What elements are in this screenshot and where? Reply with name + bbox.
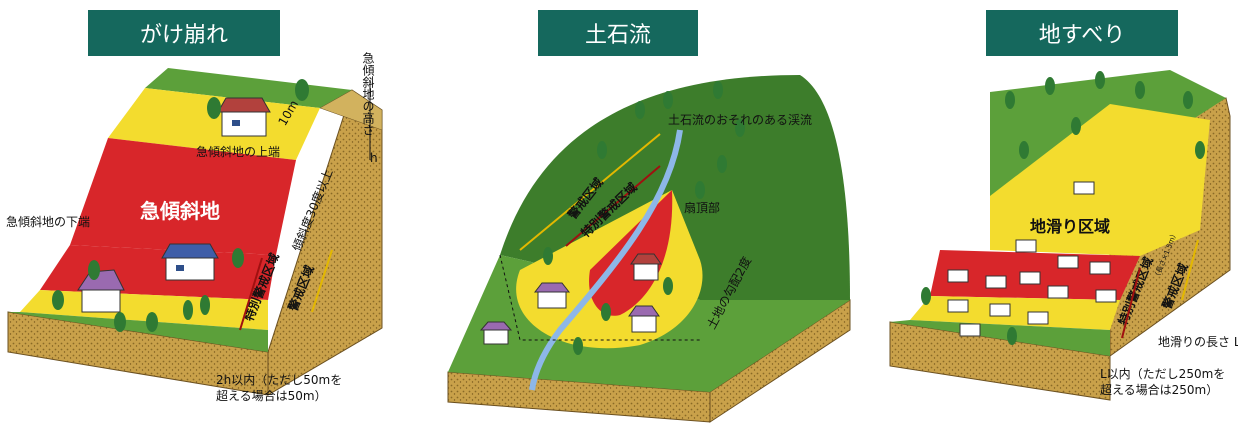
cliff-diagram: 急傾斜地の高さ h 10m 急傾斜地の上端 急傾斜地 急傾斜地の下端 傾斜度30… bbox=[6, 51, 383, 403]
debris-stream bbox=[529, 129, 683, 391]
title-cliff-collapse: がけ崩れ bbox=[88, 10, 280, 56]
cliff-lower-edge: 急傾斜地の下端 bbox=[6, 214, 90, 229]
cliff-height-label: 急傾斜地の高さ bbox=[361, 51, 375, 136]
house-icon bbox=[947, 181, 1117, 337]
debris-red-fan bbox=[589, 190, 673, 316]
title-landslide: 地すべり bbox=[986, 10, 1178, 56]
debris-stream-label: 土石流のおそれのある渓流 bbox=[668, 113, 812, 127]
house-icon bbox=[630, 253, 662, 281]
house-icon bbox=[533, 282, 571, 309]
title-debris-flow: 土石流 bbox=[538, 10, 698, 56]
cliff-range-line2: 超える場合は50m） bbox=[216, 388, 327, 403]
cliff-bottom-green bbox=[8, 312, 268, 352]
cliff-right-face bbox=[319, 89, 383, 131]
cliff-range-line1: 2h以内（ただし50mを bbox=[216, 373, 342, 387]
house-icon bbox=[628, 305, 660, 333]
debris-fan-top: 扇頂部 bbox=[684, 200, 720, 215]
tree-icon bbox=[921, 71, 1205, 345]
debris-flow-diagram: 警戒区域 特別警戒区域 土石流のおそれのある渓流 扇頂部 土地の勾配2度 bbox=[447, 75, 851, 423]
tree-icon bbox=[52, 79, 309, 332]
landslide-range-line1: L以内（ただし250mを bbox=[1100, 367, 1225, 381]
landslide-bottom-green bbox=[890, 320, 1110, 356]
landslide-zone-name: 地滑り区域 bbox=[1030, 217, 1110, 236]
house-icon bbox=[161, 243, 219, 281]
tree-icon bbox=[543, 81, 745, 355]
cliff-red-slope bbox=[70, 138, 296, 255]
landslide-diagram: 地滑り区域 特別警戒区域 警戒区域 （長さ×1.5m） 地滑りの長さ L L以内… bbox=[889, 70, 1238, 401]
cliff-upper-edge: 急傾斜地の上端 bbox=[196, 144, 280, 159]
landslide-length-label: 地滑りの長さ L bbox=[1158, 335, 1238, 349]
house-icon bbox=[217, 97, 271, 137]
house-icon bbox=[479, 321, 513, 345]
cliff-height-var: h bbox=[370, 151, 378, 165]
landslide-yellow bbox=[990, 104, 1210, 256]
landslide-range-line2: 超える場合は250m） bbox=[1100, 382, 1218, 397]
cliff-slope-name: 急傾斜地 bbox=[140, 199, 220, 223]
